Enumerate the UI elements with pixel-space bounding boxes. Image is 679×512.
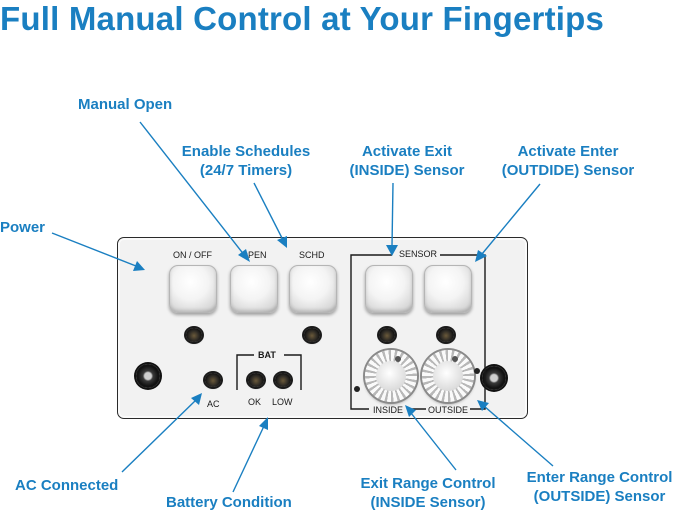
callout-activate-enter-line2: (OUTDIDE) Sensor (501, 162, 635, 179)
arrow-manual-open (139, 121, 246, 257)
callout-manual-open-text: Manual Open (78, 96, 173, 113)
exit-range-knob[interactable] (365, 350, 417, 402)
right-screw-icon (482, 366, 506, 390)
page-title: Full Manual Control at Your Fingertips (0, 0, 605, 37)
arrowhead-battery-condition (259, 417, 268, 430)
enter-range-knob-cap (433, 361, 463, 391)
callout-enter-range-line2: (OUTSIDE) Sensor (533, 488, 666, 505)
callout-power-text: Power (0, 219, 46, 236)
schedule-button[interactable] (289, 265, 337, 313)
callout-ac-connected: AC Connected (15, 476, 118, 495)
arrowhead-power (133, 261, 145, 271)
battery-group-outline (236, 354, 302, 390)
open-led-indicator (186, 328, 202, 342)
enter-sensor-led-indicator (438, 328, 454, 342)
label-outside: OUTSIDE (428, 405, 469, 415)
label-on-off: ON / OFF (173, 250, 212, 260)
callout-exit-range-line1: Exit Range Control (360, 475, 496, 492)
arrow-exit-range (410, 412, 457, 471)
enter-sensor-button[interactable] (424, 265, 472, 313)
left-screw-icon (136, 364, 160, 388)
enter-range-indicator-dot (474, 368, 480, 374)
exit-range-knob-cap (376, 361, 406, 391)
label-sensor: SENSOR (399, 249, 438, 259)
control-panel: ON / OFF OPEN SCHD SENSOR BAT AC OK LOW … (117, 237, 528, 419)
callout-power: Power (0, 218, 45, 237)
arrowhead-activate-enter (475, 250, 487, 262)
power-button[interactable] (169, 265, 217, 313)
exit-range-knob-marker (395, 356, 401, 362)
exit-sensor-led-indicator (379, 328, 395, 342)
label-low: LOW (272, 397, 293, 407)
callout-activate-exit-line2: (INSIDE) Sensor (349, 162, 465, 179)
arrowhead-enable-schedules (277, 236, 287, 248)
callout-battery-condition: Battery Condition (166, 493, 292, 512)
battery-low-led-indicator (275, 373, 291, 387)
callout-exit-range-line2: (INSIDE Sensor) (370, 494, 486, 511)
arrowhead-exit-range (405, 405, 416, 417)
arrow-ac-connected (121, 399, 197, 473)
arrow-activate-exit (391, 182, 394, 247)
callout-enable-schedules-line1: Enable Schedules (181, 143, 311, 160)
callout-ac-connected-text: AC Connected (15, 477, 119, 494)
open-button[interactable] (230, 265, 278, 313)
callout-enable-schedules: Enable Schedules (24/7 Timers) (175, 142, 317, 180)
label-ac: AC (207, 399, 220, 409)
arrow-battery-condition (232, 425, 265, 493)
label-ok: OK (248, 397, 262, 407)
arrow-enable-schedules (253, 182, 284, 241)
callout-battery-condition-text: Battery Condition (166, 494, 292, 511)
label-bat: BAT (258, 350, 276, 360)
callout-activate-exit-line1: Activate Exit (361, 143, 453, 160)
callout-manual-open: Manual Open (78, 95, 172, 114)
callout-enter-range: Enter Range Control (OUTSIDE) Sensor (520, 468, 679, 506)
callout-activate-enter: Activate Enter (OUTDIDE) Sensor (494, 142, 642, 180)
label-inside: INSIDE (373, 405, 404, 415)
callout-exit-range: Exit Range Control (INSIDE Sensor) (354, 474, 502, 512)
arrowhead-activate-exit (386, 245, 398, 256)
ac-led-indicator (205, 373, 221, 387)
callout-enable-schedules-line2: (24/7 Timers) (199, 162, 293, 179)
enter-range-knob-marker (452, 356, 458, 362)
callout-enter-range-line1: Enter Range Control (526, 469, 673, 486)
callout-activate-enter-line1: Activate Enter (517, 143, 619, 160)
exit-sensor-button[interactable] (365, 265, 413, 313)
label-schd: SCHD (299, 250, 325, 260)
exit-range-indicator-dot (354, 386, 360, 392)
arrow-power (51, 232, 137, 267)
arrowhead-ac-connected (191, 393, 202, 405)
sensor-group-outline (350, 254, 486, 410)
callout-activate-exit: Activate Exit (INSIDE) Sensor (343, 142, 471, 180)
arrowhead-manual-open (238, 249, 250, 262)
arrow-activate-enter (481, 183, 541, 255)
schedule-led-indicator (304, 328, 320, 342)
arrowhead-enter-range (477, 400, 489, 411)
arrow-enter-range (483, 405, 554, 467)
label-open: OPEN (241, 250, 267, 260)
enter-range-knob[interactable] (422, 350, 474, 402)
battery-ok-led-indicator (248, 373, 264, 387)
